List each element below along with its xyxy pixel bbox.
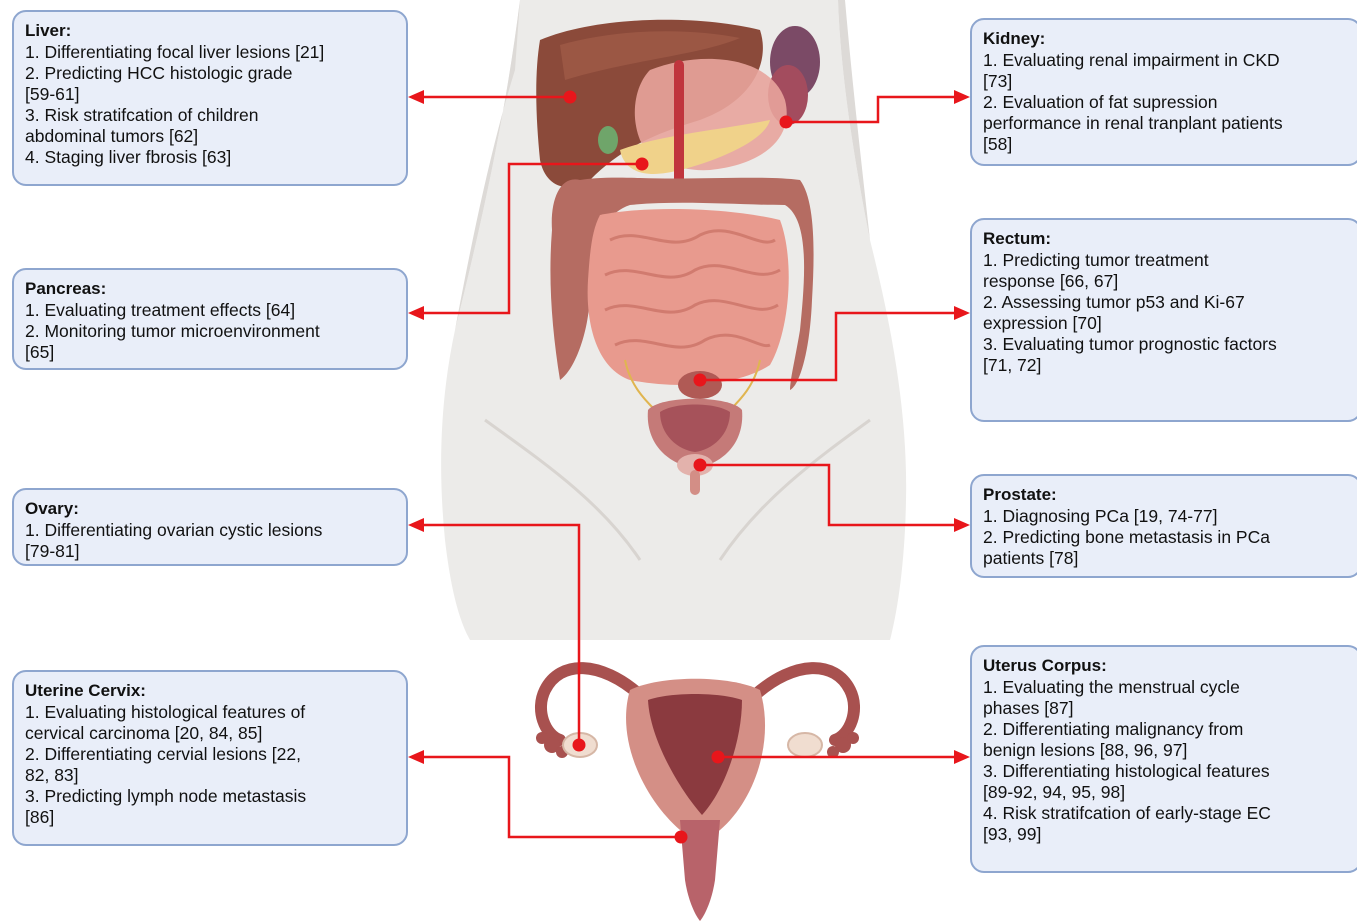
pancreas-item-1: 1. Evaluating treatment effects [64]	[25, 300, 396, 321]
ovary-item-1: 1. Differentiating ovarian cystic lesion…	[25, 520, 396, 562]
rectum-box: Rectum: 1. Predicting tumor treatment re…	[970, 218, 1357, 422]
uterus-corpus-item-4: 4. Risk stratifcation of early-stage EC …	[983, 803, 1350, 845]
liver-item-3: 3. Risk stratifcation of children abdomi…	[25, 105, 396, 147]
liver-item-2: 2. Predicting HCC histologic grade [59-6…	[25, 63, 396, 105]
uterus-corpus-box: Uterus Corpus: 1. Evaluating the menstru…	[970, 645, 1357, 873]
liver-item-4: 4. Staging liver fbrosis [63]	[25, 147, 396, 168]
prostate-item-1: 1. Diagnosing PCa [19, 74-77]	[983, 506, 1350, 527]
prostate-box: Prostate: 1. Diagnosing PCa [19, 74-77] …	[970, 474, 1357, 578]
uterine-cervix-item-2: 2. Differentiating cervial lesions [22, …	[25, 744, 396, 786]
pancreas-item-2: 2. Monitoring tumor microenvironment [65…	[25, 321, 396, 363]
fallopian-tube-right	[755, 668, 854, 740]
liver-box: Liver: 1. Differentiating focal liver le…	[12, 10, 408, 186]
small-intestine	[588, 209, 789, 385]
pancreas-title: Pancreas:	[25, 278, 396, 299]
prostate-title: Prostate:	[983, 484, 1350, 505]
uterine-cervix-item-1: 1. Evaluating histological features of c…	[25, 702, 396, 744]
gallbladder	[598, 126, 618, 154]
aorta	[674, 60, 684, 190]
liver-item-1: 1. Differentiating focal liver lesions […	[25, 42, 396, 63]
uterine-cervix-title: Uterine Cervix:	[25, 680, 396, 701]
uterine-cervix-box: Uterine Cervix: 1. Evaluating histologic…	[12, 670, 408, 846]
rectum-title: Rectum:	[983, 228, 1350, 249]
kidney-item-2: 2. Evaluation of fat supression performa…	[983, 92, 1350, 155]
urethra	[690, 470, 700, 495]
ovary-box: Ovary: 1. Differentiating ovarian cystic…	[12, 488, 408, 566]
kidney-item-1: 1. Evaluating renal impairment in CKD [7…	[983, 50, 1350, 92]
kidney-title: Kidney:	[983, 28, 1350, 49]
ovary-title: Ovary:	[25, 498, 396, 519]
uterus-corpus-title: Uterus Corpus:	[983, 655, 1350, 676]
uterus-corpus-item-2: 2. Differentiating malignancy from benig…	[983, 719, 1350, 761]
kidney-box: Kidney: 1. Evaluating renal impairment i…	[970, 18, 1357, 166]
uterine-cervix-item-3: 3. Predicting lymph node metastasis [86]	[25, 786, 396, 828]
rectum-item-3: 3. Evaluating tumor prognostic factors […	[983, 334, 1350, 376]
pancreas-box: Pancreas: 1. Evaluating treatment effect…	[12, 268, 408, 370]
fallopian-tube-left	[541, 668, 640, 740]
rectum-item-1: 1. Predicting tumor treatment response […	[983, 250, 1350, 292]
uterus-corpus-item-1: 1. Evaluating the menstrual cycle phases…	[983, 677, 1350, 719]
ovary-right	[788, 733, 822, 757]
rectum-item-2: 2. Assessing tumor p53 and Ki-67 express…	[983, 292, 1350, 334]
prostate-item-2: 2. Predicting bone metastasis in PCa pat…	[983, 527, 1350, 569]
uterus-corpus-item-3: 3. Differentiating histological features…	[983, 761, 1350, 803]
liver-title: Liver:	[25, 20, 396, 41]
